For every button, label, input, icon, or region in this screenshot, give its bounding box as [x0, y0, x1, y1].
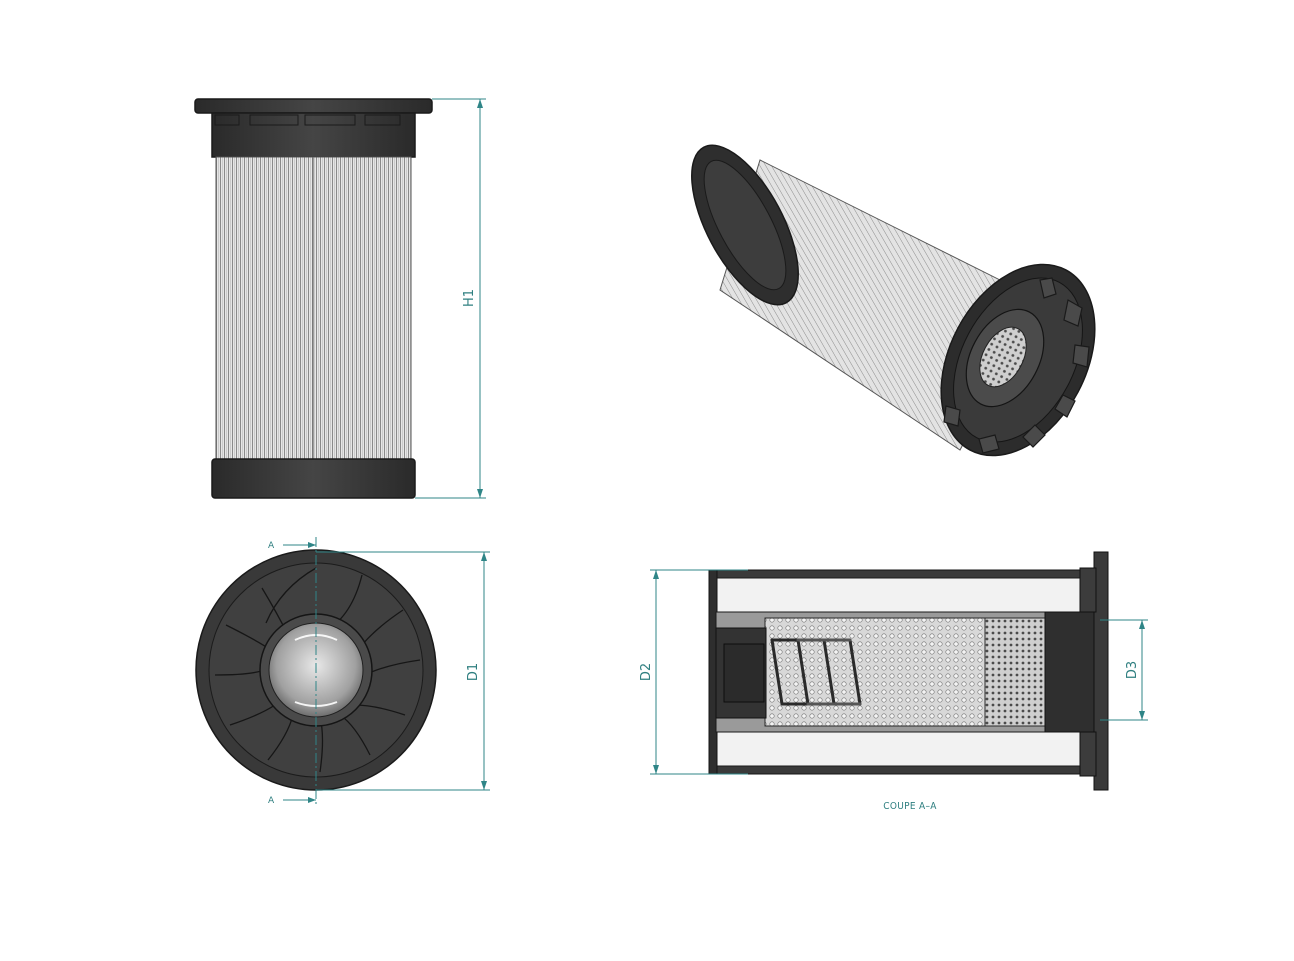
section-right-cap	[1044, 611, 1101, 733]
section-marker-top: A	[268, 541, 275, 551]
top-view: A A D1	[195, 537, 490, 806]
section-line-a-a: A A	[268, 537, 317, 806]
section-dimension-d3: D3	[1100, 619, 1148, 721]
section-dimension-d2: D2	[639, 569, 748, 775]
front-view: H1	[194, 98, 486, 499]
section-perforated-tube	[984, 617, 1046, 727]
dimension-label-d3: D3	[1125, 661, 1140, 679]
section-top-wall	[709, 569, 1096, 579]
front-top-cap	[211, 112, 416, 158]
section-right-flange	[1093, 551, 1109, 791]
front-top-flange	[194, 98, 433, 114]
iso-inner-mesh	[979, 326, 1027, 388]
section-mesh-filter	[764, 617, 991, 727]
section-caption: COUPE A–A	[883, 801, 937, 812]
isometric-view	[691, 144, 1096, 457]
front-bottom-cap	[211, 458, 416, 499]
front-dimension-h1: H1	[415, 98, 486, 499]
top-dimension-d1: D1	[316, 551, 490, 791]
section-view: D2 D3 COUPE A–A	[639, 551, 1148, 812]
section-marker-bottom: A	[268, 796, 275, 806]
front-top-cap-ribs	[214, 114, 401, 126]
section-bottom-wall	[709, 765, 1096, 775]
iso-front-vanes	[943, 277, 1090, 454]
dimension-label-d2: D2	[639, 663, 654, 681]
section-bottom-media	[715, 731, 1087, 767]
dimension-label-d1: D1	[466, 663, 481, 681]
dimension-label-h1: H1	[462, 289, 477, 307]
section-spring	[770, 638, 862, 706]
section-top-media	[715, 577, 1087, 613]
